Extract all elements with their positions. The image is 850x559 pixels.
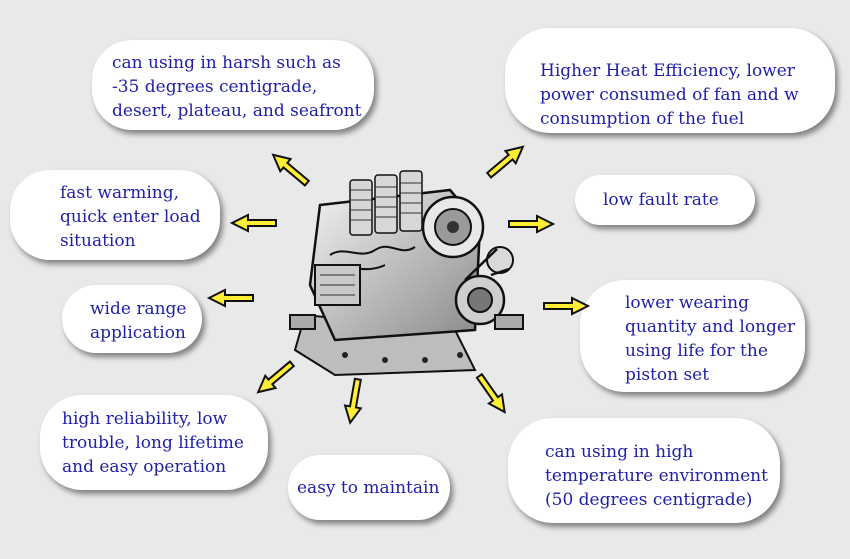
feature-bubble-harsh [92, 40, 374, 130]
feature-bubble-hightemp [508, 418, 780, 523]
feature-bubble-reliability [40, 395, 268, 490]
arrow-icon [508, 214, 556, 234]
feature-text-heat: Higher Heat Efficiency, lower power cons… [540, 61, 799, 129]
feature-bubble-wearing [580, 280, 805, 392]
engine-icon [289, 170, 524, 377]
arrow-icon [475, 372, 506, 414]
arrow-icon [485, 145, 525, 179]
arrow-icon [271, 153, 311, 187]
arrow-icon [543, 296, 591, 316]
feature-bubble-heat [505, 28, 835, 133]
feature-text-fault: low fault rate [603, 190, 719, 210]
arrow-icon [229, 213, 277, 233]
feature-bubble-fault [575, 175, 755, 225]
feature-text-warming: fast warming, quick enter load situation [60, 183, 201, 251]
arrow-icon [206, 288, 254, 308]
feature-text-reliability: high reliability, low trouble, long life… [62, 409, 244, 477]
feature-text-wearing: lower wearing quantity and longer using … [625, 293, 796, 385]
feature-text-hightemp: can using in high temperature environmen… [545, 442, 768, 510]
arrow-icon [256, 360, 296, 394]
feature-bubble-range [62, 285, 202, 353]
feature-text-harsh: can using in harsh such as -35 degrees c… [112, 53, 362, 121]
arrow-icon [343, 377, 363, 425]
feature-text-range: wide range application [90, 299, 187, 343]
feature-text-maintain: easy to maintain [297, 478, 440, 498]
feature-bubble-warming [10, 170, 220, 260]
feature-bubble-maintain [288, 455, 450, 520]
